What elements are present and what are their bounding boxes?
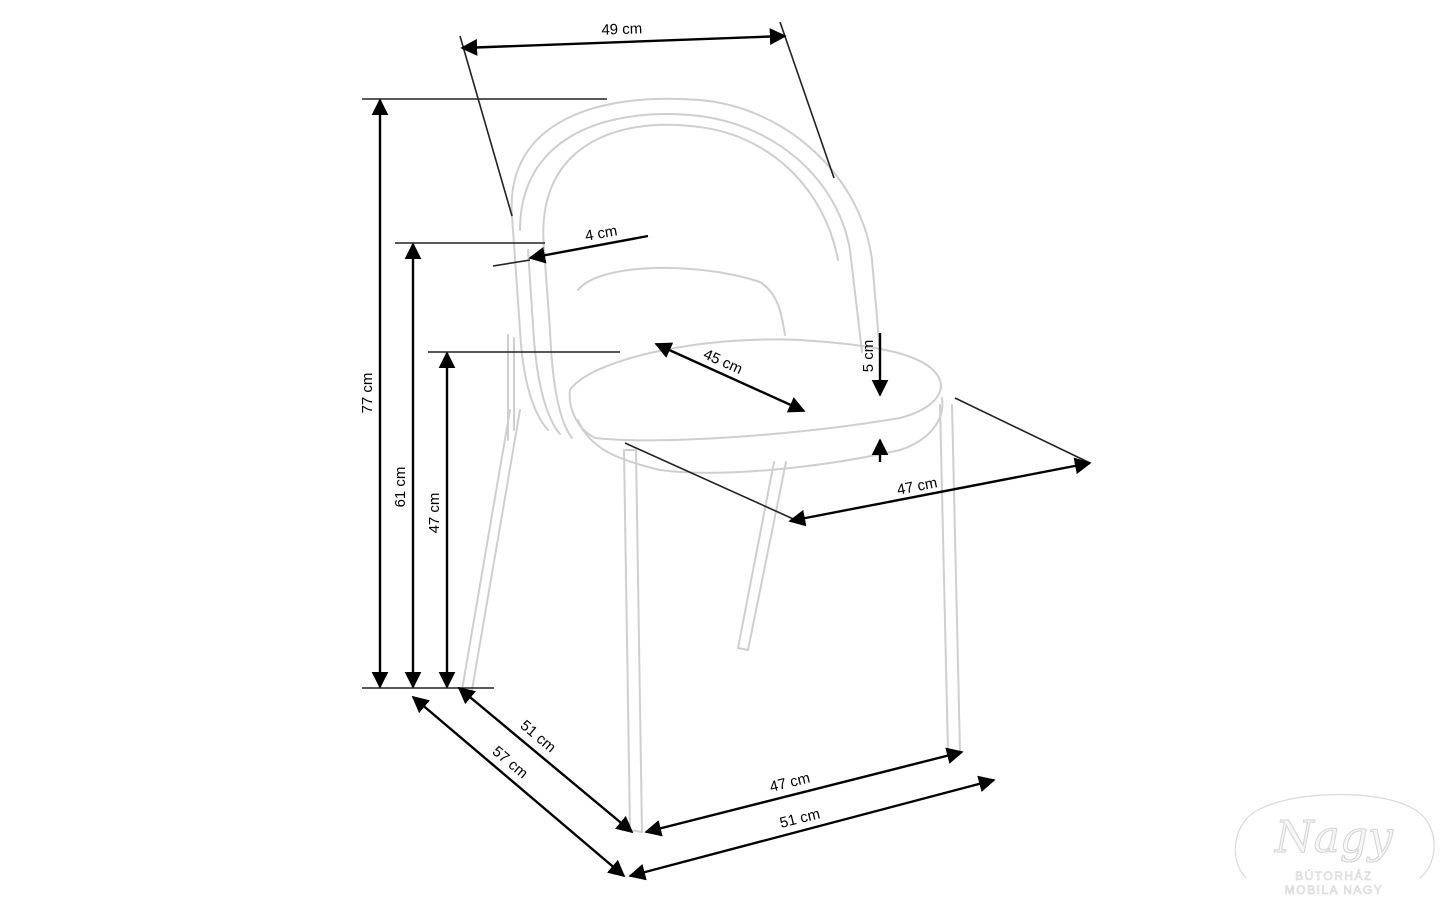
dim-line-total-width	[628, 775, 996, 881]
dim-line-seat-depth	[654, 342, 806, 413]
dim-line-total-depth	[411, 695, 626, 878]
label-armrest-height: 61 cm	[392, 467, 409, 508]
brand-logo: Nagy BÚTORHÁZ MOBILA NAGY	[1234, 793, 1435, 897]
dimension-lines	[371, 28, 1092, 881]
label-total-depth: 57 cm	[489, 743, 531, 782]
logo-name: Nagy	[1274, 812, 1394, 863]
dim-line-seat-width	[788, 457, 1092, 527]
dim-line-top-width	[460, 28, 787, 56]
label-legs-depth: 51 cm	[517, 717, 559, 756]
dim-line-back-thickness	[528, 234, 649, 264]
logo-line2: MOBILA NAGY	[1285, 883, 1384, 897]
label-seat-height: 47 cm	[426, 493, 443, 534]
logo-line1: BÚTORHÁZ	[1295, 868, 1373, 883]
label-top-width: 49 cm	[601, 20, 642, 38]
label-seat-width: 47 cm	[895, 474, 938, 498]
label-seat-thickness: 5 cm	[860, 340, 877, 373]
label-back-thickness: 4 cm	[584, 222, 619, 244]
chair-outline	[461, 97, 961, 833]
logo-frame	[1234, 793, 1435, 879]
label-total-height: 77 cm	[359, 373, 376, 414]
